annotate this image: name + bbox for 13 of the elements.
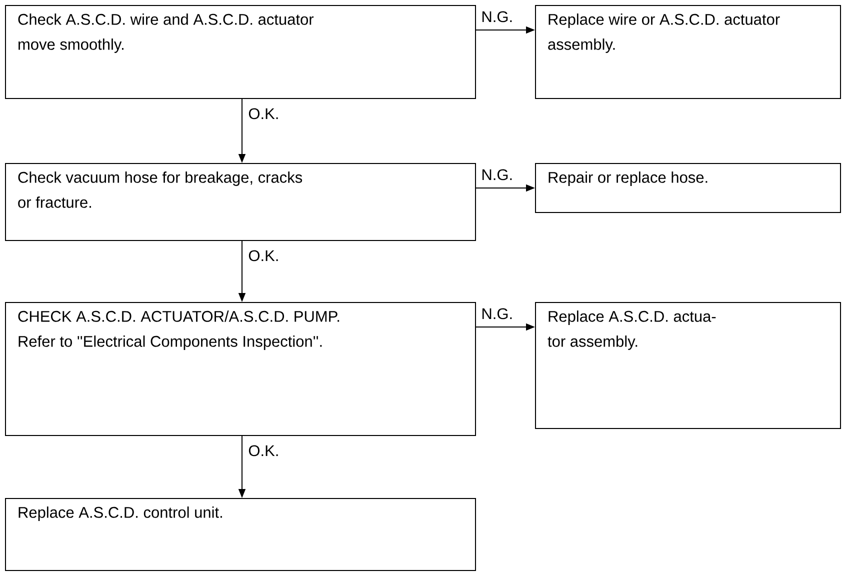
edge-label: O.K. [247,444,280,458]
process-box: Replace A.S.C.D. actua- tor assembly. [535,302,842,429]
process-box: Replace wire or A.S.C.D. actuator assembly. [535,5,842,99]
process-box: Check A.S.C.D. wire and A.S.C.D. actuator move smoothly. [5,5,476,99]
process-box: Replace A.S.C.D. control unit. [5,498,476,571]
edge-label: N.G. [480,168,514,182]
edge-label: O.K. [247,107,280,120]
edge-label: N.G. [480,307,514,320]
edge-label: N.G. [480,10,514,24]
process-box: Repair or replace hose. [535,163,842,213]
process-box: Check vacuum hose for breakage, cracks or fracture. [5,163,476,241]
process-box: CHECK A.S.C.D. ACTUATOR/A.S.C.D. PUMP. Refer to ''Electrical Components Inspection''. [5,302,476,436]
edge-label: O.K. [247,249,280,262]
